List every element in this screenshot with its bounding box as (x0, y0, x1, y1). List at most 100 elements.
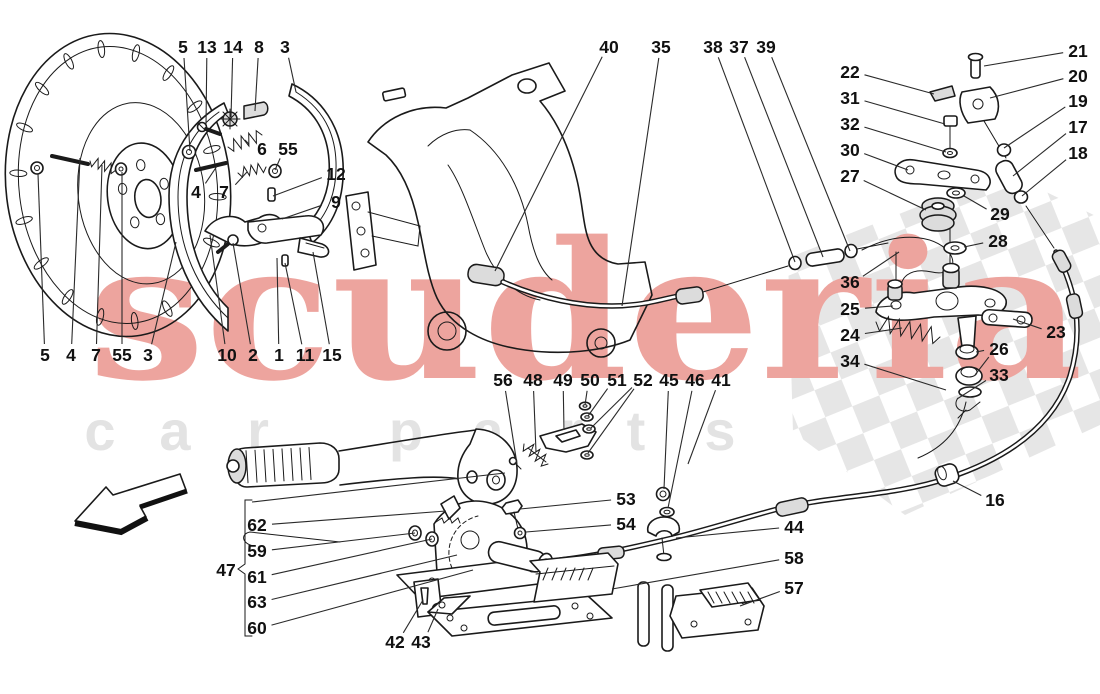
leader-line-34 (864, 363, 947, 391)
leader-line-54 (525, 524, 612, 533)
callout-15[interactable]: 15 (322, 345, 342, 365)
leader-line-38 (717, 57, 796, 263)
callout-36[interactable]: 36 (840, 272, 860, 292)
callout-12[interactable]: 12 (326, 164, 346, 184)
callout-28[interactable]: 28 (988, 231, 1008, 251)
leader-line-12 (272, 177, 322, 197)
callout-34[interactable]: 34 (840, 351, 860, 371)
rear-brake-cable (557, 52, 1084, 563)
callout-26[interactable]: 26 (989, 339, 1009, 359)
leader-line-20 (989, 78, 1064, 99)
handbrake-lever (226, 428, 518, 505)
callout-55[interactable]: 55 (278, 139, 298, 159)
callout-56[interactable]: 56 (493, 370, 513, 390)
callout-7[interactable]: 7 (219, 182, 229, 202)
leader-line-28 (963, 242, 984, 248)
callout-52[interactable]: 52 (633, 370, 653, 390)
leader-line-58 (611, 559, 780, 590)
callout-60[interactable]: 60 (247, 618, 267, 638)
callout-49[interactable]: 49 (553, 370, 573, 390)
callout-18[interactable]: 18 (1068, 143, 1088, 163)
equalizer-return-spring (875, 315, 941, 345)
leader-line-23 (1012, 318, 1042, 330)
callout-13[interactable]: 13 (197, 37, 217, 57)
leader-line-50 (584, 390, 588, 406)
callout-1[interactable]: 1 (274, 345, 284, 365)
leader-line-52 (590, 387, 633, 429)
callout-37[interactable]: 37 (729, 37, 748, 57)
callout-27[interactable]: 27 (840, 166, 859, 186)
callout-42[interactable]: 42 (385, 632, 405, 652)
callout-30[interactable]: 30 (840, 140, 860, 160)
callout-39[interactable]: 39 (756, 37, 776, 57)
callout-63[interactable]: 63 (247, 592, 267, 612)
callout-4[interactable]: 4 (66, 345, 76, 365)
callout-57[interactable]: 57 (784, 578, 803, 598)
leader-line-57 (739, 590, 780, 607)
callout-53[interactable]: 53 (616, 489, 636, 509)
leader-line-30 (864, 153, 909, 171)
leader-line-10 (209, 234, 226, 345)
callout-38[interactable]: 38 (703, 37, 723, 57)
leader-line-13 (205, 57, 208, 126)
callout-46[interactable]: 46 (685, 370, 705, 390)
callout-51[interactable]: 51 (607, 370, 627, 390)
callout-47[interactable]: 47 (216, 560, 235, 580)
callout-58[interactable]: 58 (784, 548, 804, 568)
callout-35[interactable]: 35 (651, 37, 671, 57)
callout-33[interactable]: 33 (989, 365, 1009, 385)
callout-17[interactable]: 17 (1068, 117, 1087, 137)
callout-19[interactable]: 19 (1068, 91, 1088, 111)
callout-50[interactable]: 50 (580, 370, 600, 390)
callout-20[interactable]: 20 (1068, 66, 1088, 86)
leader-line-52 (587, 388, 635, 454)
checkered-flag-watermark (788, 172, 1100, 515)
callout-45[interactable]: 45 (659, 370, 679, 390)
leader-line-24 (864, 327, 903, 335)
callout-22[interactable]: 22 (840, 62, 860, 82)
callout-3[interactable]: 3 (280, 37, 290, 57)
leader-line-53 (519, 499, 612, 510)
leader-line-33 (956, 380, 987, 400)
leader-line-16 (952, 480, 982, 496)
callout-31[interactable]: 31 (840, 88, 860, 108)
callout-11[interactable]: 11 (296, 345, 315, 365)
callout-14[interactable]: 14 (223, 37, 243, 57)
callout-9[interactable]: 9 (331, 192, 341, 212)
callout-25[interactable]: 25 (840, 299, 860, 319)
adjuster-lever-cluster (204, 213, 330, 267)
callout-8[interactable]: 8 (254, 37, 264, 57)
callout-4[interactable]: 4 (191, 182, 201, 202)
callout-43[interactable]: 43 (411, 632, 431, 652)
callout-59[interactable]: 59 (247, 541, 267, 561)
brake-disc (4, 32, 232, 338)
callout-62[interactable]: 62 (247, 515, 267, 535)
callout-55[interactable]: 55 (112, 345, 132, 365)
callout-7[interactable]: 7 (91, 345, 101, 365)
callout-5[interactable]: 5 (40, 345, 50, 365)
callout-41[interactable]: 41 (711, 370, 731, 390)
leader-line-25 (864, 305, 894, 309)
callout-48[interactable]: 48 (523, 370, 543, 390)
callout-24[interactable]: 24 (840, 325, 860, 345)
mount-bracket-right (637, 581, 765, 652)
direction-arrow (74, 473, 188, 536)
callout-10[interactable]: 10 (217, 345, 237, 365)
callout-29[interactable]: 29 (990, 204, 1010, 224)
callout-40[interactable]: 40 (599, 37, 619, 57)
callout-54[interactable]: 54 (616, 514, 636, 534)
callout-6[interactable]: 6 (257, 139, 267, 159)
callout-61[interactable]: 61 (247, 567, 267, 587)
callout-21[interactable]: 21 (1068, 41, 1088, 61)
callout-2[interactable]: 2 (248, 345, 258, 365)
leader-line-32 (864, 126, 947, 153)
callout-23[interactable]: 23 (1046, 322, 1066, 342)
callout-3[interactable]: 3 (143, 345, 153, 365)
callout-16[interactable]: 16 (985, 490, 1005, 510)
brake-shoe-left (168, 102, 229, 332)
callout-5[interactable]: 5 (178, 37, 188, 57)
callout-32[interactable]: 32 (840, 114, 860, 134)
callout-44[interactable]: 44 (784, 517, 804, 537)
